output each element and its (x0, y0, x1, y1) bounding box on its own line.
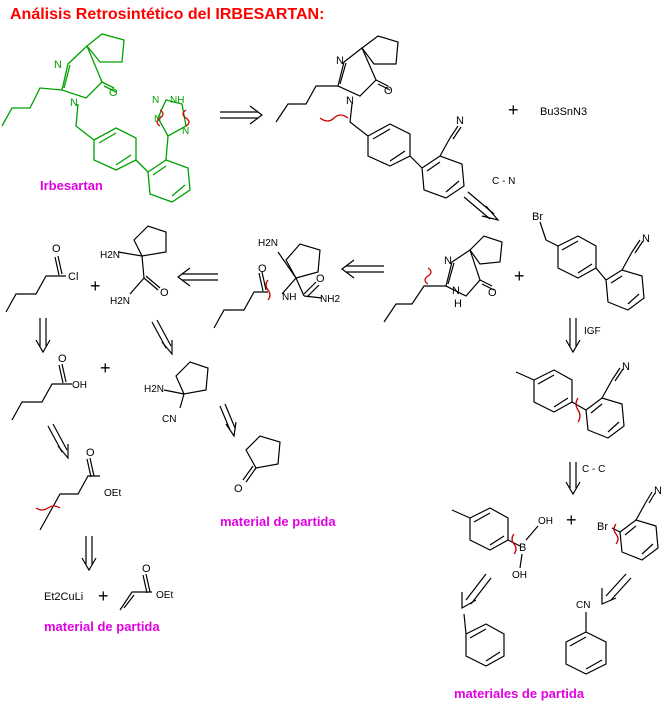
atom-label: CN (576, 600, 590, 611)
irbesartan-structure (1, 33, 191, 203)
atom-label: O (258, 263, 267, 275)
atom-label: O (109, 87, 118, 99)
atom-label: Br (597, 521, 608, 533)
aminocyclopentane-nitrile (163, 361, 209, 409)
atom-label: N (622, 361, 630, 373)
atom-label: N (182, 126, 189, 137)
atom-label: O (384, 85, 393, 97)
atom-label: OEt (104, 488, 121, 499)
disconnection-mark (182, 109, 190, 127)
plus-sign: + (90, 276, 101, 296)
retro-arrow (177, 267, 218, 287)
pentanoyl-chloride (5, 255, 66, 313)
atom-label: N (152, 95, 159, 106)
atom-label: N (54, 59, 62, 71)
atom-label: B (519, 542, 526, 554)
retro-arrow (219, 403, 237, 438)
spiro-imidazolinone (383, 235, 503, 323)
atom-label: O (86, 447, 95, 459)
irbesartan-caption: Irbesartan (40, 178, 103, 193)
disconnection-mark (265, 279, 271, 301)
atom-label: N (452, 285, 460, 297)
atom-label: NH (170, 95, 184, 106)
disconnection-mark (35, 505, 61, 511)
starting-material-caption: material de partida (44, 619, 160, 634)
bromomethyl-biphenyl-nitrile (539, 221, 645, 311)
disconnection-mark (613, 523, 619, 545)
atom-label: Cl (68, 271, 78, 283)
disconnection-mark (319, 114, 349, 122)
atom-label: N (346, 95, 354, 107)
atom-label: O (488, 287, 497, 299)
starting-materials-caption: materiales de partida (454, 686, 585, 701)
atom-label: N (654, 485, 662, 497)
atom-label: O (142, 563, 151, 575)
plus-sign: + (514, 266, 525, 286)
methyl-biphenyl-nitrile (515, 367, 625, 439)
toluene (463, 613, 505, 667)
atom-label: OH (512, 570, 527, 581)
atom-label: O (160, 287, 169, 299)
cyclopentanone (242, 435, 281, 483)
atom-label: Br (532, 211, 543, 223)
arrow-label-c-c: C - C (582, 464, 605, 475)
retro-arrow (81, 536, 97, 572)
atom-label: OH (538, 516, 553, 527)
atom-label: O (52, 243, 61, 255)
plus-sign: + (100, 358, 111, 378)
atom-label: OH (72, 380, 87, 391)
arrow-label-igf: IGF (584, 326, 601, 337)
pentanoic-acid (11, 363, 72, 421)
plus-sign: + (98, 586, 109, 606)
retro-arrow (47, 423, 69, 460)
atom-label: H (454, 298, 462, 310)
atom-label: NH (282, 292, 296, 303)
nitrile-intermediate (275, 35, 465, 199)
atom-label: N (444, 255, 452, 267)
disconnection-mark (575, 397, 581, 423)
page-title: Análisis Retrosintético del IRBESARTAN: (10, 6, 325, 23)
atom-label: H2N (100, 250, 120, 261)
atom-label: O (58, 353, 67, 365)
retro-arrow (601, 573, 632, 605)
atom-label: OEt (156, 590, 173, 601)
ethyl-acrylate (119, 573, 152, 611)
acylamino-amide (213, 243, 323, 329)
benzonitrile (565, 612, 607, 675)
retro-arrow (151, 319, 173, 356)
arrow-label-c-n: C - N (492, 176, 515, 187)
reagent-tributyltin-azide: Bu3SnN3 (540, 106, 587, 118)
bromobenzonitrile (611, 491, 659, 561)
tolylboronic-acid (451, 507, 539, 569)
retro-arrow (461, 573, 492, 610)
plus-sign: + (566, 510, 577, 530)
retro-arrow (35, 318, 51, 354)
atom-label: N (336, 55, 344, 67)
atom-label: NH2 (320, 294, 340, 305)
ethyl-pentanoate (39, 457, 100, 531)
disconnection-mark (156, 109, 164, 127)
reagent-diethylcuprate: Et2CuLi (44, 591, 83, 603)
retro-arrow (220, 105, 263, 125)
atom-label: N (456, 115, 464, 127)
retro-arrow (341, 259, 384, 279)
retro-arrow (565, 462, 581, 496)
aminocyclopentane-carboxamide (117, 225, 167, 295)
plus-sign: + (508, 100, 519, 120)
atom-label: O (316, 273, 325, 285)
retro-arrow (463, 191, 500, 222)
atom-label: CN (162, 414, 176, 425)
atom-label: H2N (258, 238, 278, 249)
atom-label: O (234, 483, 243, 495)
disconnection-mark (511, 533, 517, 555)
atom-label: H2N (110, 296, 130, 307)
atom-label: N (642, 233, 650, 245)
atom-label: N (70, 97, 78, 109)
atom-label: H2N (144, 384, 164, 395)
retro-arrow (565, 318, 581, 354)
disconnection-mark (424, 267, 432, 285)
starting-material-caption: material de partida (220, 514, 336, 529)
